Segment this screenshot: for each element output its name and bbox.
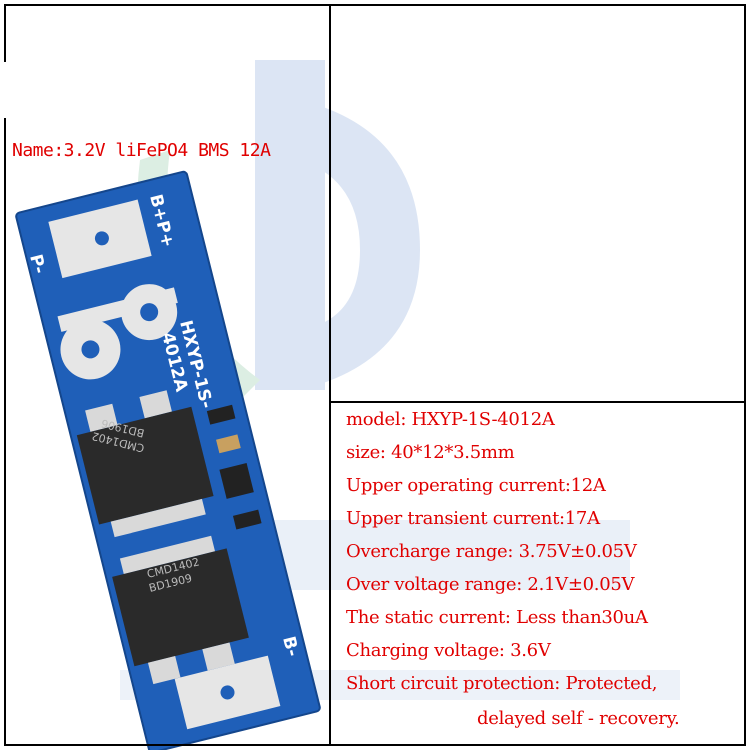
frame-right <box>744 4 746 746</box>
resistor-r1 <box>206 404 236 425</box>
spec-transient-current: Upper transient current:17A <box>346 508 600 529</box>
ic-u1 <box>219 463 254 499</box>
spec-over-voltage-range: Over voltage range: 2.1V±0.05V <box>346 574 635 595</box>
silk-b-minus: B- <box>278 634 302 658</box>
spec-overcharge-range: Overcharge range: 3.75V±0.05V <box>346 541 637 562</box>
spec-size: size: 40*12*3.5mm <box>346 442 515 463</box>
spec-charging-voltage: Charging voltage: 3.6V <box>346 640 551 661</box>
resistor-r2 <box>232 509 262 530</box>
mosfet-2 <box>112 548 249 667</box>
spec-list: model: HXYP-1S-4012A size: 40*12*3.5mm U… <box>331 403 745 745</box>
spec-static-current: The static current: Less than30uA <box>346 607 648 628</box>
frame-top <box>4 4 746 6</box>
frame-bottom <box>4 744 746 746</box>
frame-divider-v <box>329 4 331 746</box>
spec-operating-current: Upper operating current:12A <box>346 475 606 496</box>
frame-left-upper <box>4 4 6 62</box>
product-name: Name:3.2V liFePO4 BMS 12A <box>12 140 271 161</box>
pcb-board <box>15 170 321 750</box>
spec-short-circuit: Short circuit protection: Protected, <box>346 673 658 694</box>
silk-p-minus: P- <box>25 252 49 275</box>
spec-model: model: HXYP-1S-4012A <box>346 409 555 430</box>
mosfet-1 <box>76 406 214 525</box>
spec-short-circuit-cont: delayed self - recovery. <box>477 708 680 729</box>
frame-divider-h <box>329 401 746 403</box>
frame-left-lower <box>4 118 6 746</box>
capacitor-c1 <box>216 434 241 454</box>
